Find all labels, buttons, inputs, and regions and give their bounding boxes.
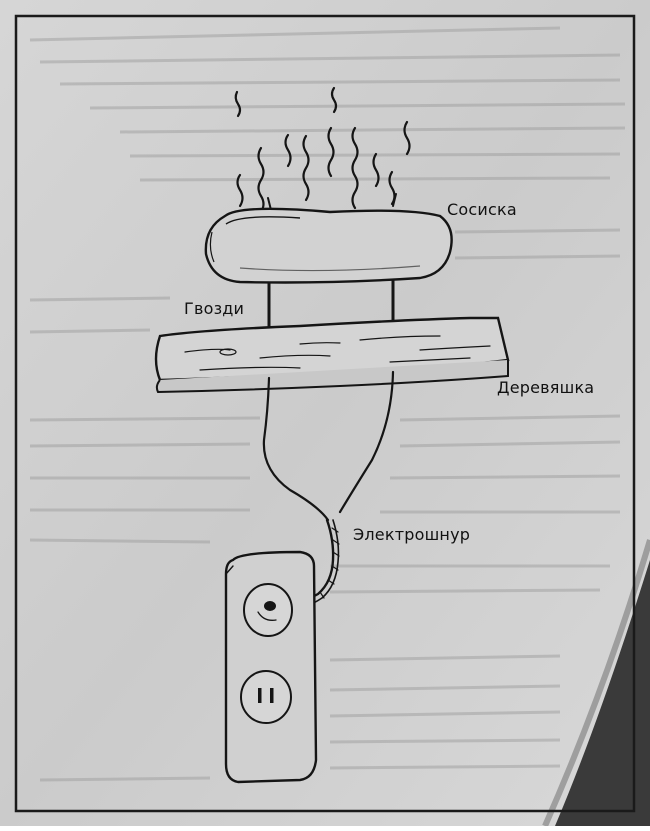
scan-shadow-edge bbox=[542, 539, 650, 828]
wooden-board bbox=[154, 316, 510, 394]
frame-border bbox=[14, 14, 636, 813]
socket-icon bbox=[240, 670, 292, 724]
label-nails: Гвозди bbox=[184, 299, 245, 318]
wall-outlet bbox=[224, 550, 318, 784]
steam-icon bbox=[234, 86, 411, 214]
label-board: Деревяшка bbox=[497, 378, 595, 397]
label-sausage: Сосиска bbox=[447, 200, 517, 219]
sausage-icon bbox=[204, 207, 453, 284]
scan-shadow bbox=[555, 560, 650, 826]
background-texture bbox=[29, 26, 626, 782]
label-cord: Электрошнур bbox=[353, 525, 471, 544]
